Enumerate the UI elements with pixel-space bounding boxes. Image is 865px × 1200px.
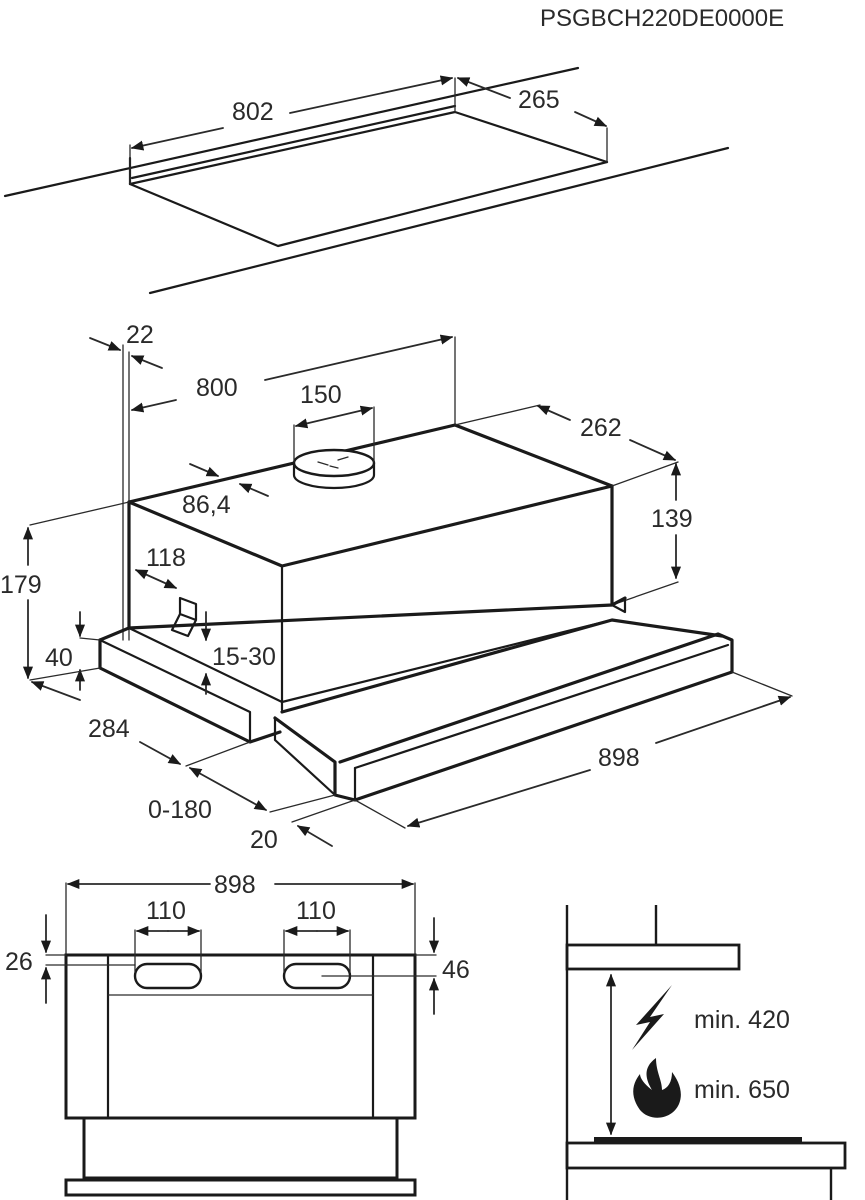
total-height-label: 179: [0, 571, 42, 599]
cutout-depth-label: 265: [518, 86, 560, 114]
electric-clearance-label: min. 420: [694, 1006, 790, 1034]
top-width-label: 898: [214, 871, 256, 899]
total-depth-label: 284: [88, 715, 130, 743]
top-outline: [64, 953, 417, 1120]
vent-slot-left: [133, 962, 203, 990]
flame-icon: [633, 1058, 681, 1118]
vent-offset-right-label: 46: [442, 956, 470, 984]
dim-802-left-arrow: [130, 127, 224, 151]
extension-label: 0-180: [148, 796, 212, 824]
cabinet-edge-front: [148, 146, 730, 295]
top-view: 898 110 110 26 46: [5, 871, 470, 1197]
vent-right-label: 110: [296, 897, 336, 925]
vent-left-label: 110: [146, 897, 186, 925]
front-height-label: 40: [45, 644, 73, 672]
visor-front: [273, 632, 734, 802]
cutout-bottom-edges: [128, 160, 609, 248]
visor-depth-label: 20: [250, 826, 278, 854]
hood-profile: [565, 943, 741, 971]
cabinet-edge-back: [3, 66, 580, 198]
body-depth-label: 262: [580, 414, 622, 442]
lightning-icon: [632, 985, 672, 1050]
cutout-top-edges: [128, 110, 609, 186]
cutout-width-label: 802: [232, 98, 274, 126]
body-height-label: 139: [651, 505, 693, 533]
vent-offset-left-label: 26: [5, 948, 33, 976]
hood-isometric-view: 22 800 150 86,4 262 139 179 118 15-30 40…: [0, 321, 793, 854]
duct-collar: [292, 448, 376, 478]
cutout-view: 802 265: [3, 66, 730, 295]
offset-top-label: 22: [126, 321, 154, 349]
dim-802-right-arrow: [289, 75, 454, 114]
gas-clearance-label: min. 650: [694, 1076, 790, 1104]
body-width-label: 800: [196, 374, 238, 402]
clearance-view: min. 420 min. 650: [565, 905, 847, 1200]
switch-offset-label: 118: [146, 544, 186, 572]
control-switch: [170, 596, 198, 638]
product-code: PSGBCH220DE0000E: [540, 5, 784, 32]
switch-travel-label: 15-30: [212, 643, 276, 671]
duct-diameter-label: 150: [300, 381, 342, 409]
visor-width-label: 898: [598, 744, 640, 772]
duct-offset-label: 86,4: [182, 491, 231, 519]
hob-surface: [594, 1137, 802, 1144]
hob-profile: [565, 1141, 847, 1170]
